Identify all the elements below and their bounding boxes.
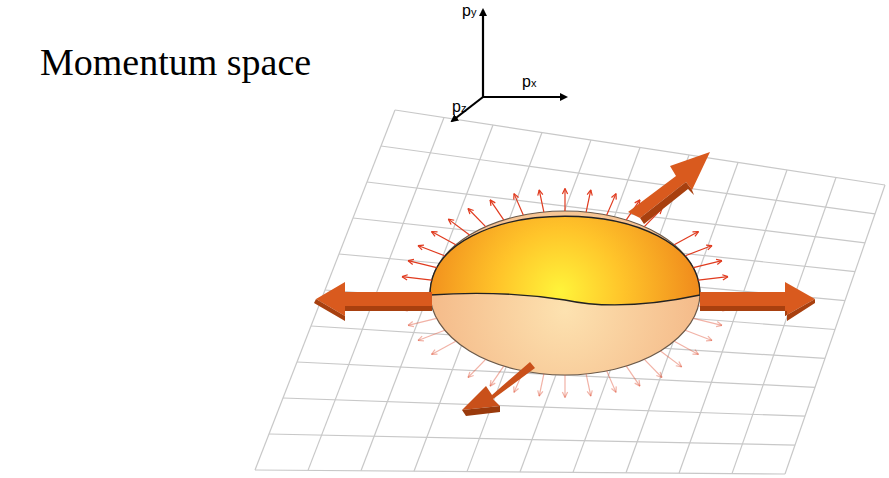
grid-line [716, 325, 722, 326]
grid-line [732, 178, 836, 474]
grid-line [408, 261, 413, 265]
axis-label: pz [452, 98, 466, 116]
grid-line [308, 118, 444, 471]
grid-line [468, 359, 486, 377]
grid-line [693, 261, 722, 268]
grid-line [565, 189, 568, 194]
grid-line [514, 388, 519, 392]
grid-line [706, 244, 712, 246]
grid-line [722, 275, 728, 277]
grid-line [679, 170, 787, 473]
grid-line [418, 340, 424, 342]
grid-line [660, 372, 662, 378]
grid-line [408, 261, 437, 268]
grid-line [418, 330, 445, 340]
grid-line [564, 189, 565, 212]
sphere-upper-half [430, 216, 700, 305]
grid-line [562, 189, 565, 194]
grid-line [283, 398, 805, 416]
grid-line [255, 470, 785, 474]
grid-line [432, 232, 456, 245]
grid-line [448, 219, 469, 235]
grid-line [674, 232, 698, 245]
big-arrows [314, 152, 815, 416]
grid-line [587, 190, 591, 195]
grid-line [538, 190, 539, 196]
grid-line [489, 200, 491, 206]
grid-line [539, 374, 544, 396]
grid-line [679, 362, 682, 367]
grid-line [586, 374, 591, 396]
axis-label: px [522, 73, 536, 91]
grid-line [611, 388, 616, 392]
grid-line [708, 336, 712, 340]
grid-line [432, 232, 435, 237]
grid-line [418, 246, 445, 256]
small-arrows-lower [402, 306, 728, 398]
grid-line [564, 375, 565, 398]
grid-line [591, 390, 592, 396]
grid-line [660, 351, 681, 367]
grid-line [490, 366, 504, 386]
grid-line [695, 350, 698, 355]
grid-line [565, 392, 568, 397]
grid-line [587, 391, 591, 396]
grid-line [402, 277, 407, 280]
grid-plane [255, 110, 885, 474]
grid-line [611, 194, 616, 198]
grid-line [539, 190, 543, 195]
axes [452, 10, 566, 121]
grid-line [692, 231, 698, 232]
grid-line [638, 380, 640, 386]
grid-line [698, 277, 728, 281]
grid-line [785, 185, 885, 474]
grid-line [408, 318, 437, 325]
grid-line [717, 321, 722, 325]
grid-line [644, 359, 662, 377]
grid-line [432, 341, 456, 354]
grid-line [408, 259, 414, 260]
diagram-title: Momentum space [40, 40, 311, 84]
grid-line [723, 277, 728, 280]
grid-line [685, 330, 712, 340]
grid-line [448, 219, 451, 224]
grid-line [490, 383, 495, 386]
grid-line [607, 371, 616, 392]
grid-line [615, 386, 616, 392]
grid-line [685, 246, 712, 256]
grid-line [562, 392, 565, 397]
grid-line [468, 208, 486, 226]
grid-line [432, 354, 438, 355]
grid-line [408, 325, 414, 326]
grid-line [674, 341, 698, 354]
grid-line [607, 194, 616, 215]
grid-line [626, 366, 640, 386]
grid-line [539, 391, 543, 396]
grid-line [514, 194, 519, 198]
grid-line [708, 246, 712, 250]
sphere-lower-half [430, 211, 700, 375]
grid-line [514, 194, 523, 215]
grid-line [468, 375, 474, 377]
grid-line [408, 321, 413, 325]
grid-line [418, 246, 422, 250]
grid-line [538, 390, 539, 396]
grid-line [418, 336, 422, 340]
grid-line [717, 261, 722, 265]
grid-line [269, 434, 795, 445]
grid-line [693, 318, 722, 325]
grid-line [513, 194, 514, 200]
grid-line [468, 208, 470, 214]
axis-label: py [462, 2, 476, 20]
grid-line [591, 190, 592, 196]
grid-line [586, 190, 591, 212]
grid-line [539, 190, 544, 212]
small-arrows-upper [402, 189, 728, 281]
grid-line [635, 200, 640, 203]
grid-line [716, 259, 722, 260]
grid-line [402, 277, 432, 281]
grid-line [402, 275, 408, 277]
grid-line [490, 200, 504, 220]
